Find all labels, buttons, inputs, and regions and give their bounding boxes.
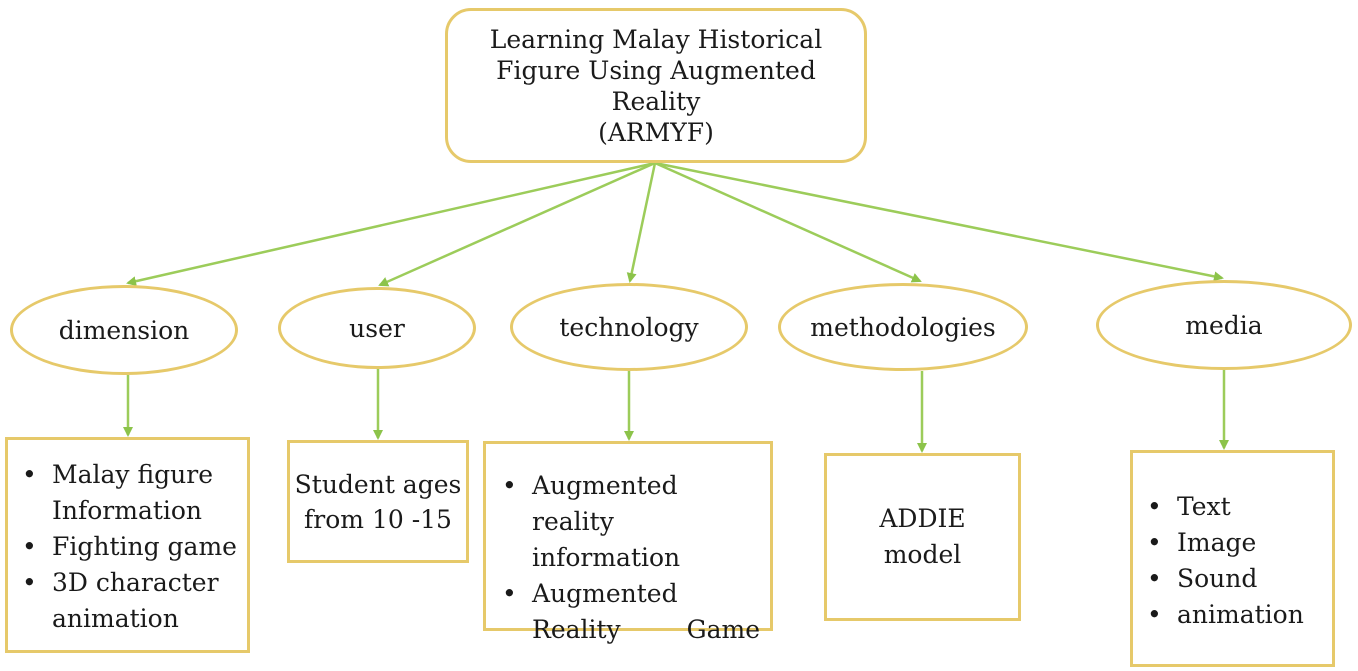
arrow-root-to-methodologies: [654, 161, 922, 283]
detail-box-user: Student ages from 10 -15: [287, 440, 469, 563]
category-user: user: [278, 287, 476, 369]
root-topic-box: Learning Malay Historical Figure Using A…: [445, 8, 867, 163]
category-label: media: [1185, 310, 1263, 340]
detail-text: ADDIE: [879, 504, 966, 533]
list-item: Fighting game: [16, 529, 239, 565]
arrow-root-to-user: [378, 161, 656, 287]
category-media: media: [1096, 280, 1352, 370]
detail-box-technology: Augmented reality information Augmented …: [483, 441, 773, 644]
root-line: Learning Malay Historical: [489, 24, 823, 54]
arrow-root-to-media: [654, 161, 1224, 282]
category-label: technology: [559, 312, 699, 342]
list-item: 3D character animation: [16, 565, 239, 637]
category-label: user: [349, 313, 405, 343]
root-line: (ARMYF): [598, 117, 714, 147]
detail-text: model: [883, 540, 962, 569]
list-item: animation: [1141, 597, 1322, 633]
category-label: dimension: [58, 315, 190, 345]
arrow-root-to-dimension: [126, 161, 656, 287]
category-label: methodologies: [810, 312, 996, 342]
category-methodologies: methodologies: [778, 283, 1028, 371]
root-topic-text: Learning Malay Historical Figure Using A…: [490, 24, 822, 148]
arrow-root-to-technology: [626, 162, 657, 283]
list-item: Augmented Reality Game: [496, 576, 760, 648]
root-line: Figure Using Augmented: [496, 55, 816, 85]
detail-box-dimension: Malay figure Information Fighting game 3…: [5, 437, 250, 653]
list-item: Malay figure Information: [16, 457, 239, 529]
detail-text: Student ages: [294, 469, 462, 499]
list-item: Text: [1141, 489, 1322, 525]
detail-box-methodologies: ADDIE model: [824, 453, 1021, 621]
category-technology: technology: [510, 283, 748, 371]
detail-box-media: Text Image Sound animation: [1130, 450, 1335, 667]
list-item: Augmented reality information: [496, 468, 760, 576]
detail-text: from 10 -15: [304, 504, 452, 534]
list-item: Sound: [1141, 561, 1322, 597]
root-line: Reality: [611, 86, 701, 116]
category-dimension: dimension: [10, 285, 238, 375]
list-item: Image: [1141, 525, 1322, 561]
